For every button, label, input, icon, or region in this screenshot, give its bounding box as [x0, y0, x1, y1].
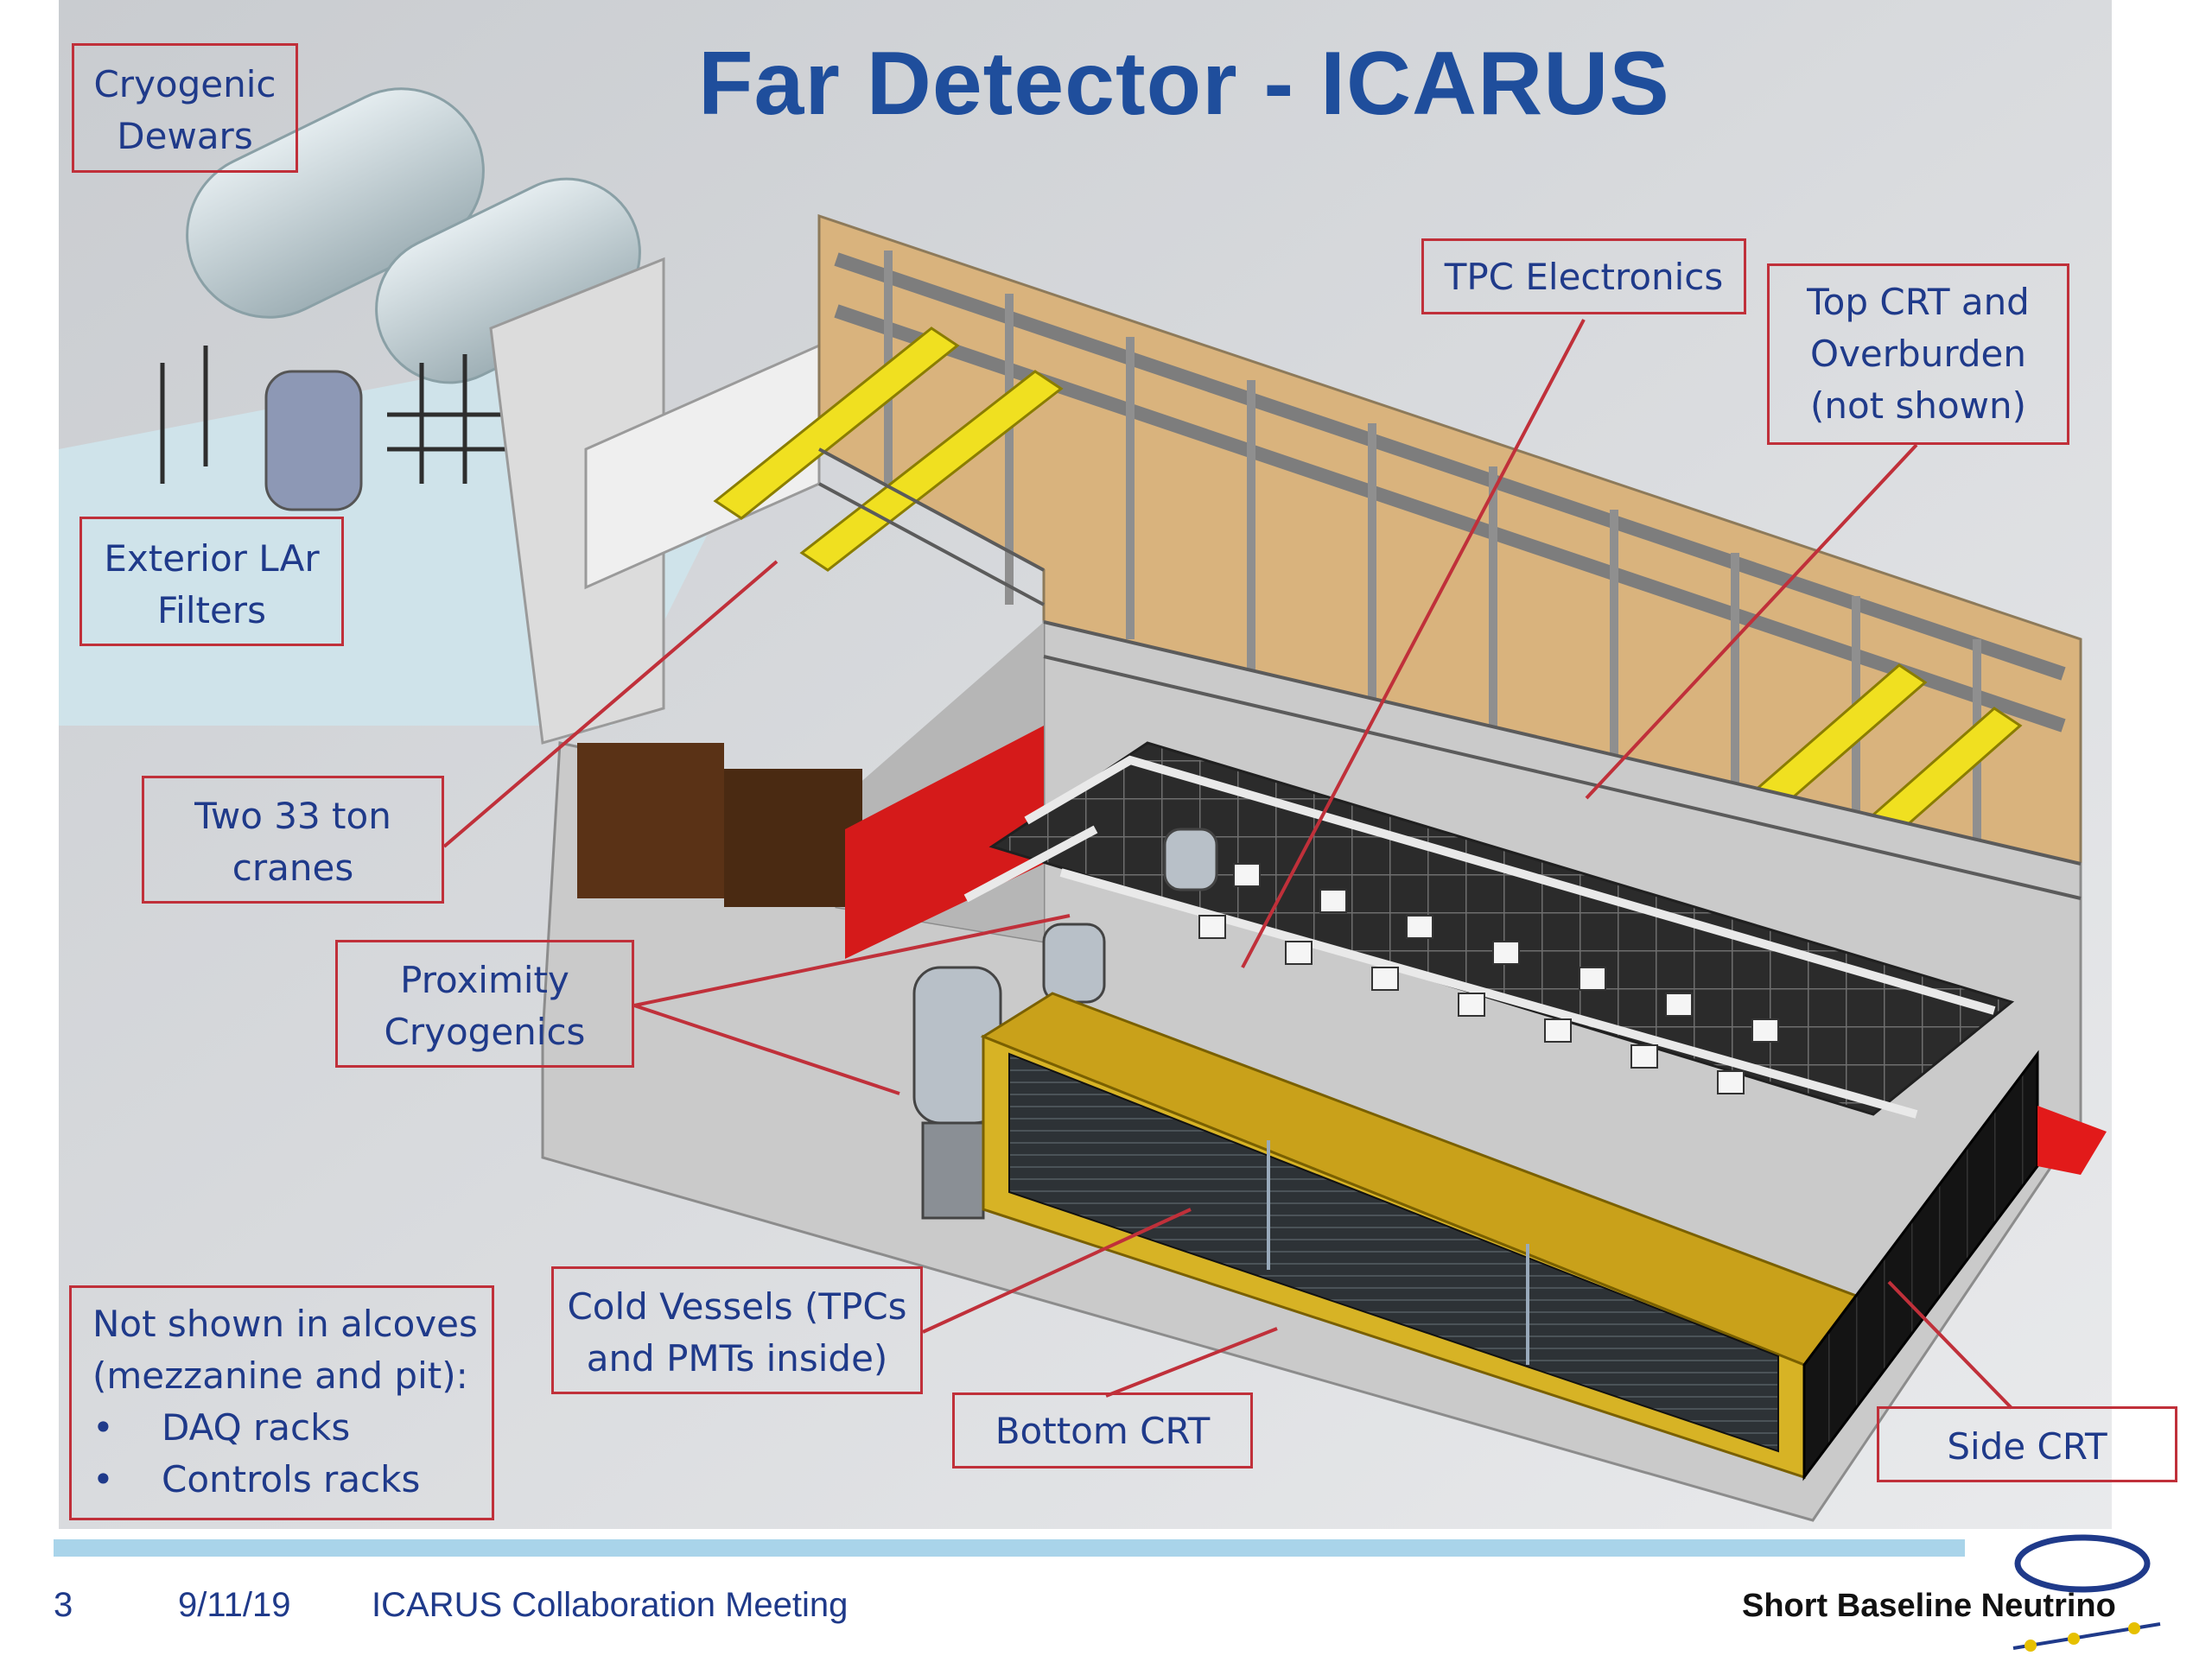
- star-icon: [2068, 1633, 2080, 1645]
- railing: [818, 447, 2082, 900]
- detector-cad-drawing: [59, 0, 2112, 1529]
- footer-brand: Short Baseline Neutrino: [1742, 1588, 2116, 1624]
- bullet-controls-racks: Controls racks: [162, 1458, 421, 1500]
- proximity-cryogenics: [912, 828, 1218, 1220]
- mezzanine-block: [489, 257, 665, 745]
- lar-filter-vessel: [264, 370, 363, 511]
- footer-page-number: 3: [54, 1586, 73, 1624]
- cryogenic-dewars: [160, 87, 641, 511]
- footer-divider: [54, 1539, 1965, 1557]
- alcove-opening: [577, 743, 724, 898]
- callout-leader-lines: [442, 319, 2013, 1410]
- orbit-logo-icon: [2014, 1534, 2151, 1593]
- star-icon: [2128, 1622, 2140, 1634]
- label-tpc-electronics: TPC Electronics: [1421, 238, 1746, 314]
- star-icon: [2024, 1640, 2037, 1652]
- footer-date: 9/11/19: [178, 1586, 291, 1624]
- cold-vessel-face: [1008, 1052, 1779, 1453]
- bullet-daq-racks: DAQ racks: [162, 1406, 351, 1449]
- not-shown-note: Not shown in alcoves (mezzanine and pit)…: [69, 1285, 494, 1520]
- page-title: Far Detector - ICARUS: [698, 34, 1670, 134]
- electronics-crates: [1198, 863, 1779, 1094]
- sbn-logo: [1979, 1520, 2195, 1659]
- footer-meeting: ICARUS Collaboration Meeting: [372, 1586, 849, 1624]
- label-side-crt: Side CRT: [1877, 1406, 2177, 1482]
- label-bottom-crt: Bottom CRT: [952, 1392, 1253, 1469]
- red-wall-panels: [845, 726, 1044, 959]
- pipe-runs: [963, 755, 1996, 1119]
